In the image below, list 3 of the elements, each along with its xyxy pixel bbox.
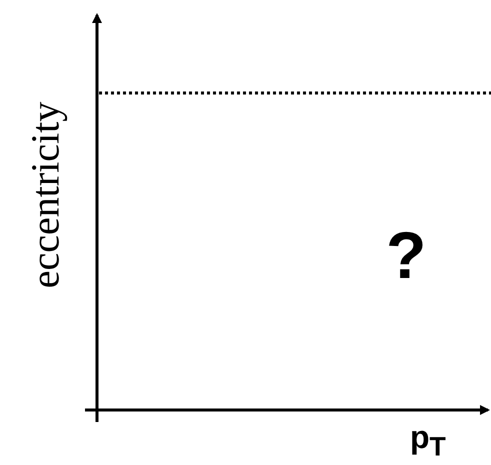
question-mark: ? — [386, 222, 426, 288]
x-axis-title: p$_{T}$ — [410, 420, 446, 462]
y-axis-title: eccentricity — [22, 102, 68, 288]
